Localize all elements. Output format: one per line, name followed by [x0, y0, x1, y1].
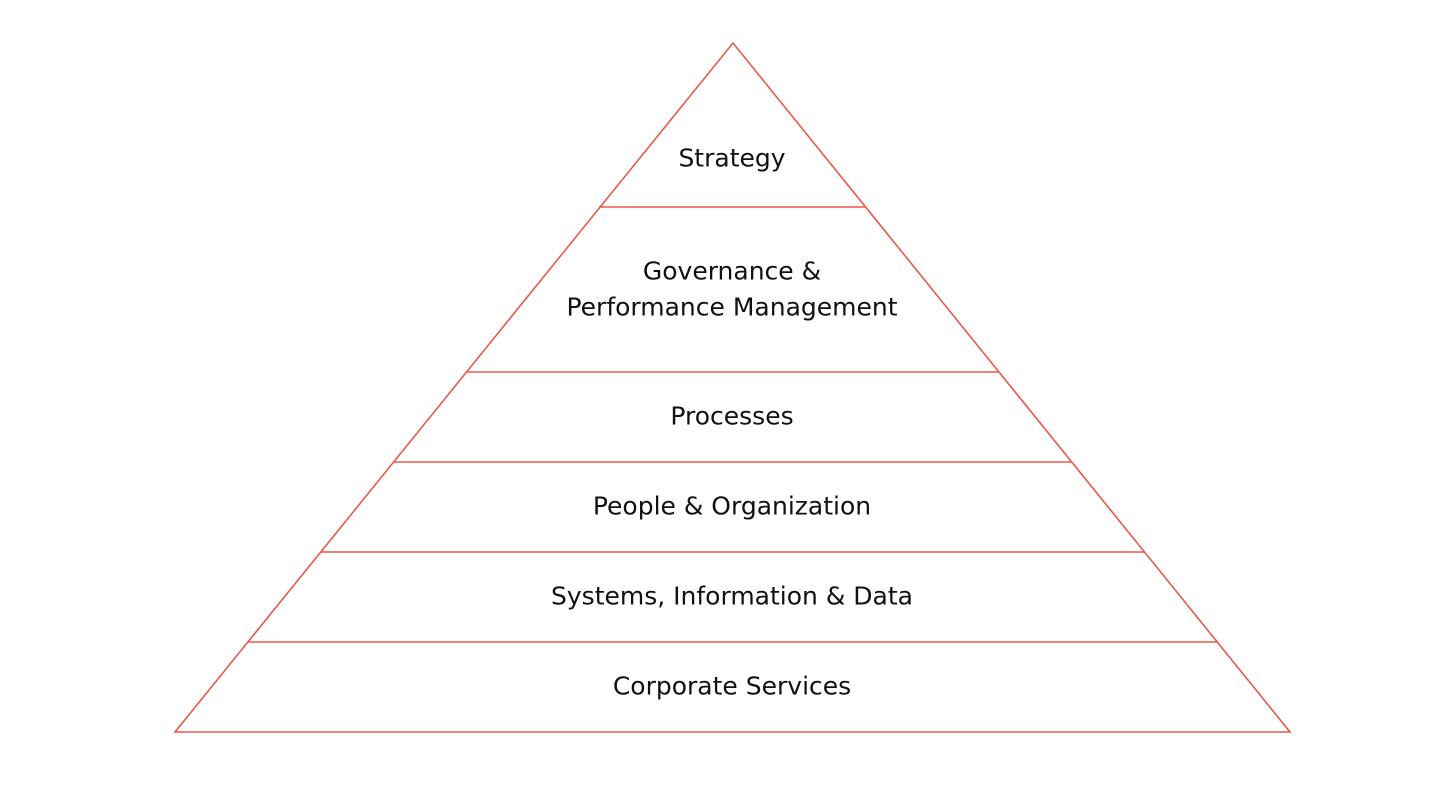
- tier-label-systems: Systems, Information & Data: [551, 582, 913, 611]
- pyramid-outline: [173, 41, 1292, 733]
- tier-label-people: People & Organization: [593, 492, 871, 521]
- tier-label-processes: Processes: [670, 402, 793, 431]
- tier-label-governance-line-1: Governance &: [643, 257, 821, 286]
- tier-label-strategy: Strategy: [678, 144, 785, 173]
- tier-label-corporate: Corporate Services: [613, 672, 851, 701]
- tier-label-governance-line-2: Performance Management: [566, 293, 897, 322]
